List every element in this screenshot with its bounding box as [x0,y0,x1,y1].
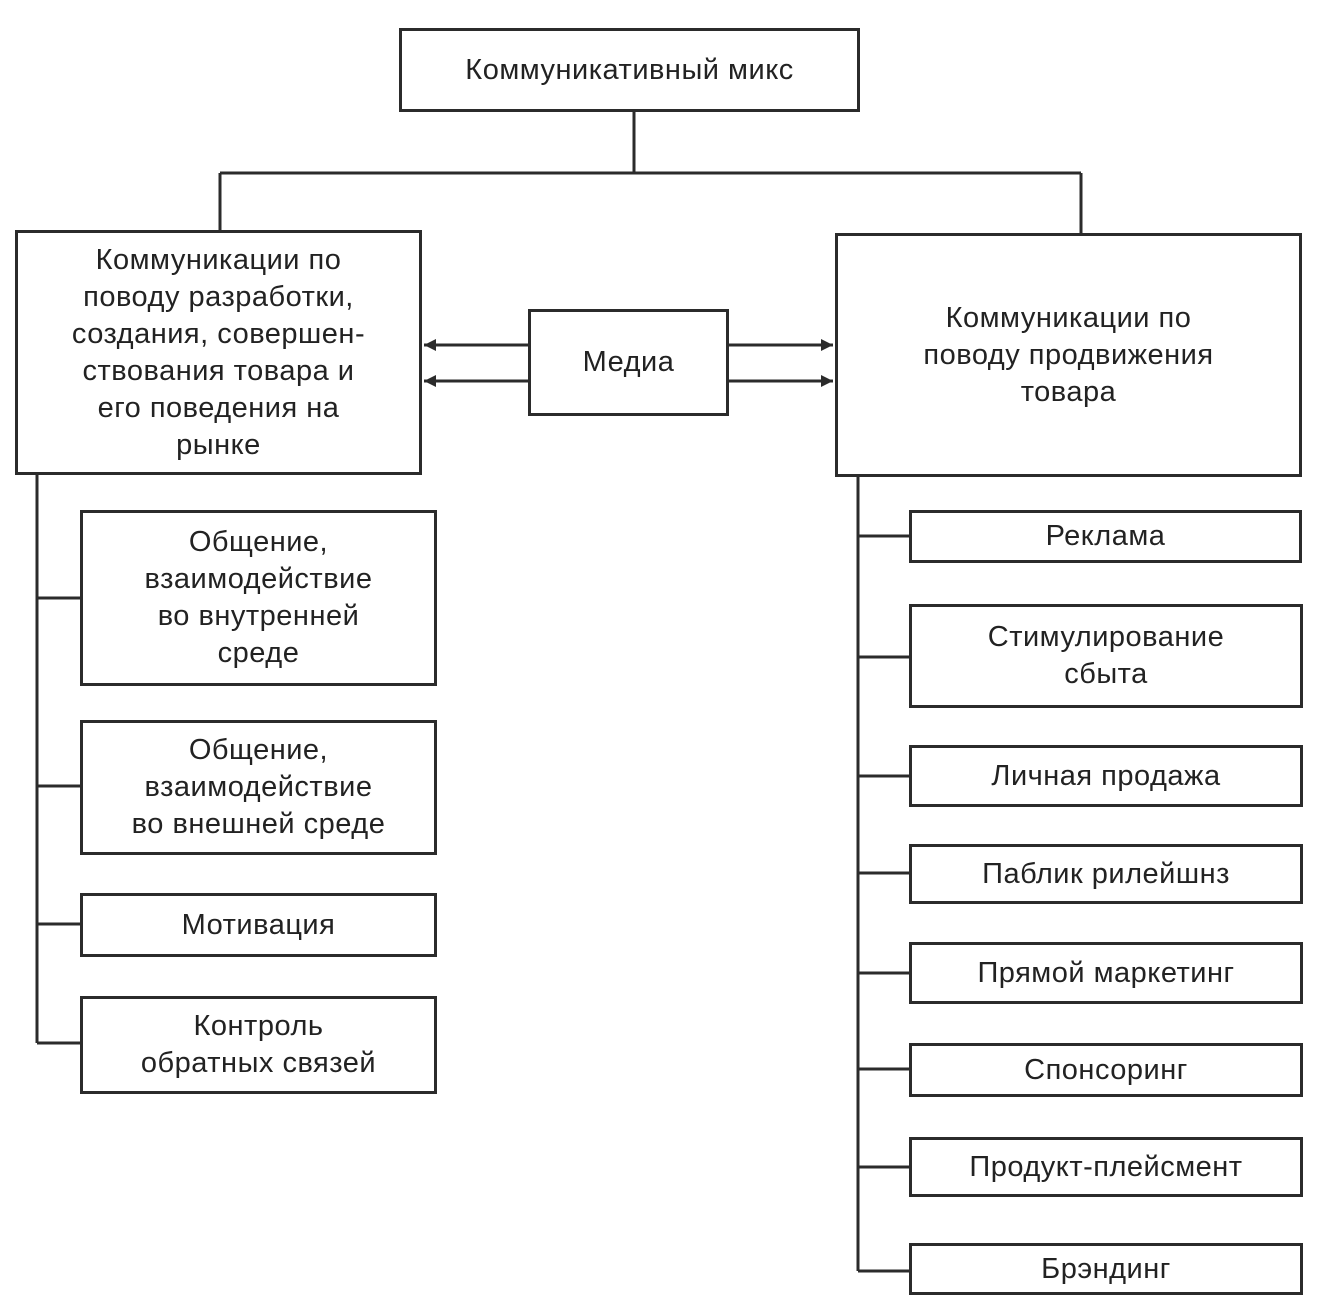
right-item-label: Стимулирование сбыта [987,621,1225,690]
left-item-label: Общение, взаимодействие во внутренней ср… [144,526,373,669]
right-item-product-placement: Продукт-плейсмент [909,1137,1303,1197]
right-item-branding: Брэндинг [909,1243,1303,1295]
right-item-direct-marketing: Прямой маркетинг [909,942,1303,1004]
left-item-feedback: Контроль обратных связей [80,996,437,1094]
right-item-personal-selling: Личная продажа [909,745,1303,807]
right-item-label: Реклама [1045,520,1166,552]
right-main-node: Коммуникации по поводу продвижения товар… [835,233,1302,477]
right-item-label: Брэндинг [1041,1252,1171,1285]
right-item-sponsoring: Спонсоринг [909,1043,1303,1097]
left-main-node: Коммуникации по поводу разработки, созда… [15,230,422,475]
right-item-sales-promotion: Стимулирование сбыта [909,604,1303,708]
left-item-label: Мотивация [181,908,336,941]
left-main-node-label: Коммуникации по поводу разработки, созда… [71,243,366,461]
right-item-advertising: Реклама [909,510,1302,563]
left-item-internal: Общение, взаимодействие во внутренней ср… [80,510,437,686]
root-node: Коммуникативный микс [399,28,860,112]
left-item-label: Контроль обратных связей [140,1010,377,1079]
right-item-label: Личная продажа [991,759,1221,792]
right-item-label: Прямой маркетинг [977,956,1235,989]
right-item-public-relations: Паблик рилейшнз [909,844,1303,904]
left-item-label: Общение, взаимодействие во внешней среде [131,734,386,840]
media-node: Медиа [528,309,729,416]
right-main-node-label: Коммуникации по поводу продвижения товар… [923,301,1214,408]
right-item-label: Продукт-плейсмент [969,1150,1243,1183]
left-item-motivation: Мотивация [80,893,437,957]
left-item-external: Общение, взаимодействие во внешней среде [80,720,437,855]
right-item-label: Паблик рилейшнз [982,857,1230,890]
right-item-label: Спонсоринг [1024,1053,1188,1086]
root-node-label: Коммуникативный микс [465,53,794,86]
media-node-label: Медиа [582,346,675,378]
